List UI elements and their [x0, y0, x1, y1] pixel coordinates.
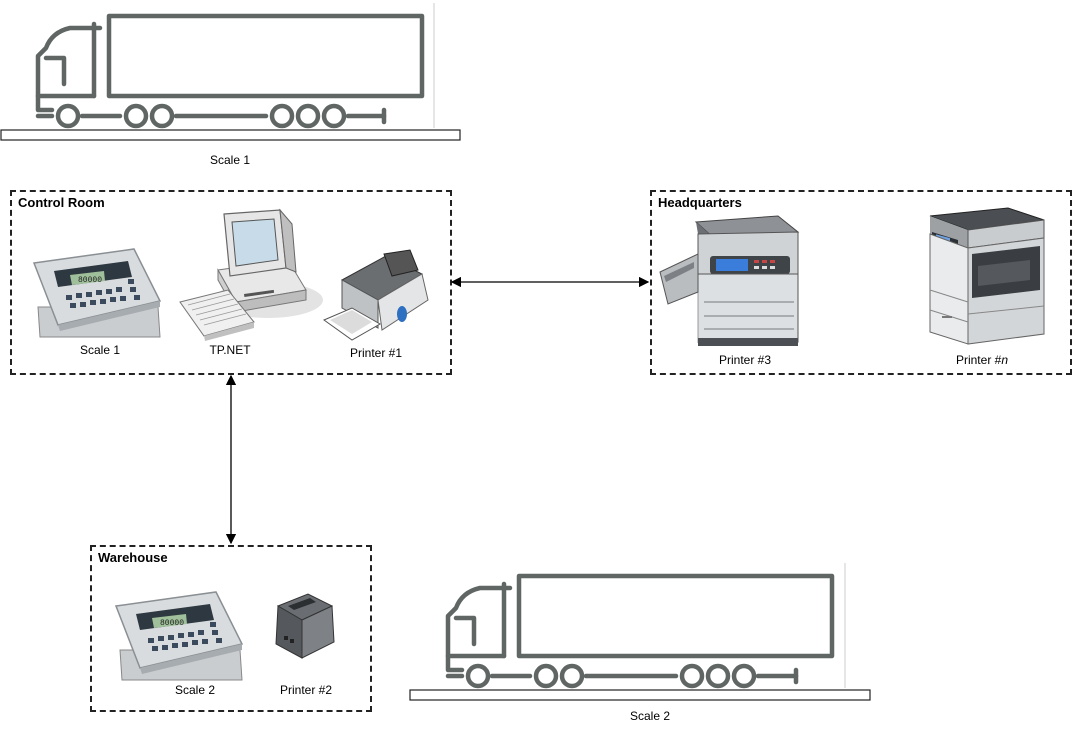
- warehouse-group: Warehouse: [90, 545, 372, 712]
- scale-2-label: Scale 2: [629, 709, 671, 723]
- printer-n-suffix: n: [1001, 353, 1009, 367]
- pc-label: TP.NET: [209, 343, 251, 357]
- headquarters-title: Headquarters: [658, 195, 742, 210]
- weighing-indicator-icon: 80000: [32, 248, 162, 338]
- receipt-printer-icon: [275, 593, 335, 659]
- printer-2-label: Printer #2: [279, 683, 333, 697]
- headquarters-group: Headquarters: [650, 190, 1072, 375]
- truck-icon-bottom: [409, 563, 871, 701]
- printer-3-label: Printer #3: [718, 353, 772, 367]
- svg-text:80000: 80000: [78, 276, 102, 285]
- truck-icon-top: [0, 3, 461, 141]
- inkjet-printer-icon: [322, 249, 429, 341]
- weighing-indicator-icon-2: 80000: [114, 591, 244, 681]
- control-room-scale-label: Scale 1: [79, 343, 121, 357]
- scale-platform-2: [409, 689, 871, 701]
- multifunction-copier-icon: [659, 215, 800, 346]
- printer-n-prefix: Printer #: [955, 353, 1002, 367]
- warehouse-title: Warehouse: [98, 550, 168, 565]
- warehouse-scale-label: Scale 2: [174, 683, 216, 697]
- control-room-title: Control Room: [18, 195, 105, 210]
- office-printer-icon: [929, 207, 1045, 345]
- svg-text:80000: 80000: [160, 619, 184, 628]
- computer-icon: [179, 208, 323, 341]
- scale-1-label: Scale 1: [209, 153, 251, 167]
- scale-platform: [0, 129, 461, 141]
- printer-n-label: Printer #n: [942, 353, 1022, 367]
- printer-1-label: Printer #1: [349, 346, 403, 360]
